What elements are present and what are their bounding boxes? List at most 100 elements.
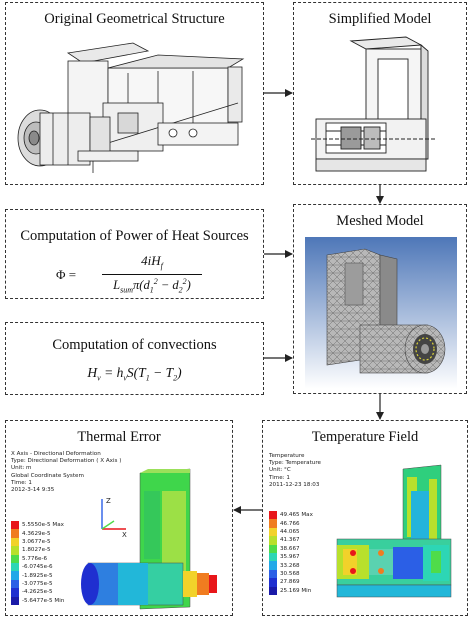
simplified-model-title: Simplified Model: [328, 11, 432, 27]
temperature-legend-item: 27.869: [269, 578, 329, 587]
temperature-legend-item: 33.268: [269, 561, 329, 570]
thermal-legend-label: 1.8027e-5: [22, 547, 51, 554]
thermal-legend-label: 4.3629e-5: [22, 530, 51, 537]
temperature-legend-label: 41.367: [280, 537, 300, 544]
thermal-legend-item: 4.3629e-5: [11, 529, 79, 538]
temperature-header: Temperature Type: Temperature Unit: °C T…: [269, 453, 321, 489]
thermal-legend-label: -1.8925e-5: [22, 572, 53, 579]
temperature-legend-item: 25.169 Min: [269, 586, 329, 595]
temperature-header-line: Type: Temperature: [269, 460, 321, 467]
temperature-legend-label: 35.967: [280, 554, 300, 561]
simplified-model-drawing: [311, 36, 436, 172]
thermal-legend-item: 3.0677e-5: [11, 537, 79, 547]
temperature-header-line: Temperature: [269, 453, 305, 459]
temperature-legend-swatch: [269, 519, 277, 528]
simplified-model-box: Simplified Model: [293, 2, 467, 185]
temperature-header-line: Time: 1: [269, 474, 290, 481]
heat-formula-bar: [102, 274, 202, 275]
temperature-legend-label: 25.169 Min: [280, 587, 312, 594]
heat-formula-numerator: 4iHf: [141, 253, 163, 271]
meshed-model-title: Meshed Model: [336, 213, 424, 229]
thermal-legend-swatch: [11, 588, 19, 597]
thermal-legend-item: -4.2625e-5: [11, 588, 79, 597]
thermal-legend-item: -3.0775e-5: [11, 579, 79, 589]
temperature-legend-swatch: [269, 544, 277, 553]
temperature-header-line: Unit: °C: [269, 467, 291, 474]
temperature-legend-item: 46.766: [269, 519, 329, 528]
thermal-axis-triad: Z X: [101, 497, 127, 539]
thermal-legend-label: -3.0775e-5: [22, 580, 53, 587]
temperature-legend-item: 41.367: [269, 536, 329, 545]
temperature-legend-label: 49.465 Max: [280, 512, 313, 519]
original-structure-drawing: [17, 42, 245, 173]
original-structure-box: Original Geometrical Structure: [5, 2, 264, 185]
temperature-legend-item: 44.065: [269, 527, 329, 537]
temperature-field-title: Temperature Field: [311, 429, 419, 445]
temperature-legend-label: 46.766: [280, 520, 300, 527]
temperature-legend-item: 38.667: [269, 544, 329, 553]
heat-formula-denominator: Lsumπ(d12 − d22): [113, 277, 191, 295]
temperature-legend-item: 49.465 Max: [269, 511, 329, 520]
thermal-error-header: X Axis - Directional Deformation Type: D…: [11, 451, 121, 494]
thermal-legend-label: 3.0677e-5: [22, 538, 51, 545]
thermal-header-line: X Axis - Directional Deformation: [11, 451, 101, 457]
temperature-legend-swatch: [269, 536, 277, 545]
thermal-legend-item: 5.5550e-5 Max: [11, 521, 79, 530]
temperature-legend-swatch: [269, 578, 277, 587]
thermal-legend-swatch: [11, 521, 19, 530]
meshed-model-drawing: [305, 237, 457, 389]
temperature-legend-swatch: [269, 569, 277, 579]
thermal-header-line: Type: Directional Deformation ( X Axis ): [11, 458, 122, 465]
thermal-legend-swatch: [11, 562, 19, 572]
thermal-legend-swatch: [11, 546, 19, 555]
thermal-legend-item: -5.6477e-5 Min: [11, 596, 79, 605]
temperature-legend-item: 30.568: [269, 569, 329, 579]
thermal-legend-swatch: [11, 529, 19, 538]
temperature-legend-swatch: [269, 552, 277, 562]
thermal-legend-swatch: [11, 554, 19, 563]
axis-z-label: Z: [106, 497, 111, 505]
thermal-header-line: Global Coordinate System: [11, 472, 84, 479]
heat-formula: Φ = 4iHf Lsumπ(d12 − d22): [6, 253, 263, 295]
thermal-legend-label: -5.6477e-5 Min: [22, 597, 65, 604]
thermal-legend-item: 1.8027e-5: [11, 546, 79, 555]
thermal-header-line: Unit: m: [11, 465, 32, 472]
meshed-model-box: Meshed Model: [293, 204, 467, 394]
thermal-legend-swatch: [11, 537, 19, 547]
thermal-header-line: Time: 1: [11, 479, 32, 486]
temperature-field-box: Temperature Field Temperature Type: Temp…: [262, 420, 468, 616]
temperature-legend-label: 38.667: [280, 545, 300, 552]
temperature-field-model: [336, 464, 452, 598]
original-structure-title: Original Geometrical Structure: [44, 11, 225, 27]
temperature-legend-label: 33.268: [280, 562, 300, 569]
axis-x-label: X: [122, 531, 127, 539]
thermal-legend-item: -6.0745e-6: [11, 562, 79, 572]
thermal-legend-item: 5.776e-6: [11, 554, 79, 563]
convections-box: Computation of convections Hv = hvS(T1 −…: [5, 322, 264, 395]
temperature-legend-swatch: [269, 586, 277, 595]
temperature-header-line: 2011-12-23 18:03: [269, 481, 320, 488]
thermal-legend-label: -6.0745e-6: [22, 564, 53, 571]
temperature-legend-label: 27.869: [280, 579, 300, 586]
thermal-legend-label: 5.776e-6: [22, 555, 48, 562]
temperature-legend-swatch: [269, 511, 277, 520]
thermal-error-title: Thermal Error: [77, 429, 161, 445]
heat-sources-box: Computation of Power of Heat Sources Φ =…: [5, 209, 264, 299]
temperature-legend-swatch: [269, 561, 277, 570]
thermal-legend-label: 5.5550e-5 Max: [22, 522, 64, 529]
thermal-error-box: Thermal Error X Axis - Directional Defor…: [5, 420, 233, 616]
thermal-legend-swatch: [11, 596, 19, 605]
temperature-legend-label: 44.065: [280, 528, 300, 535]
thermal-legend-swatch: [11, 571, 19, 580]
thermal-header-line: 2012-3-14 9:35: [11, 487, 55, 494]
temperature-legend-label: 30.568: [280, 570, 300, 577]
temperature-legend-item: 35.967: [269, 552, 329, 562]
convections-title: Computation of convections: [52, 337, 217, 353]
heat-sources-title: Computation of Power of Heat Sources: [20, 228, 249, 244]
temperature-legend-swatch: [269, 527, 277, 537]
convection-formula: Hv = hvS(T1 − T2): [87, 365, 182, 383]
thermal-legend-item: -1.8925e-5: [11, 571, 79, 580]
thermal-legend-swatch: [11, 579, 19, 589]
